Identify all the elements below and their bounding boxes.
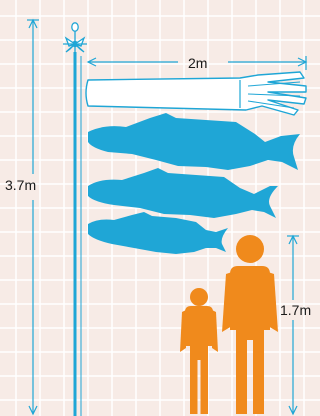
pole-height-label: 3.7m	[5, 177, 36, 193]
person-height-label: 1.7m	[280, 302, 311, 318]
streamer-length-label: 2m	[188, 55, 207, 71]
